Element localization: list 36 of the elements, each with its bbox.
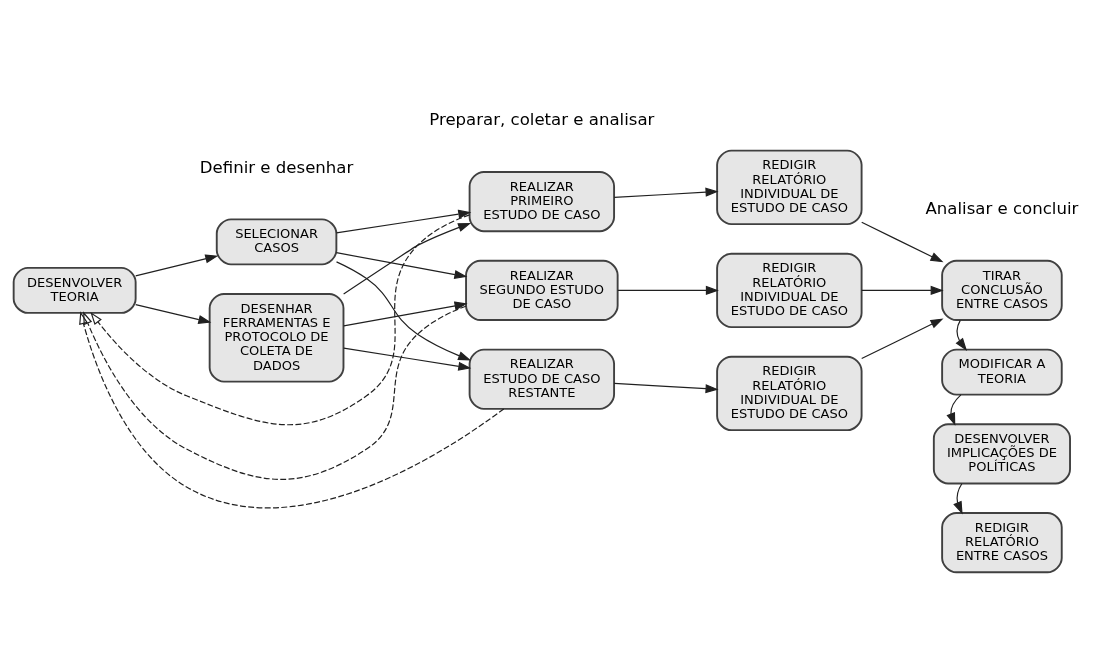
arrow [343, 300, 468, 326]
label: Preparar, coletar e analisar [429, 109, 655, 129]
arrow [946, 393, 962, 426]
arrow [335, 260, 472, 360]
arrow [79, 310, 505, 508]
arrow [335, 251, 468, 279]
arrow [343, 347, 472, 371]
arrow [617, 285, 719, 295]
node-box: TIRAR CONCLUSÃO ENTRE CASOS [941, 259, 1063, 321]
node-box: DESENVOLVER IMPLICAÇÕES DE POLÍTICAS [932, 422, 1071, 484]
arrow [613, 382, 719, 393]
arrow [135, 303, 212, 324]
node-box: REDIGIR RELATÓRIO ENTRE CASOS [941, 511, 1063, 573]
node-box: REALIZAR PRIMEIRO ESTUDO DE CASO [468, 170, 616, 232]
node-box: REALIZAR ESTUDO DE CASO RESTANTE [468, 348, 616, 410]
node-box: SELECIONAR CASOS [215, 217, 338, 265]
node-box: DESENVOLVER TEORIA [12, 266, 137, 314]
arrow [335, 209, 472, 233]
label: Definir e desenhar [199, 157, 354, 177]
arrow [135, 253, 219, 276]
arrow [861, 285, 944, 295]
arrow [83, 305, 467, 480]
node-box: REDIGIR RELATÓRIO INDIVIDUAL DE ESTUDO DE CASO [716, 149, 863, 225]
node-box: DESENHAR FERRAMENTAS E PROTOCOLO DE COLETA DE DADOS [208, 292, 345, 383]
arrow [861, 317, 944, 359]
arrow [955, 319, 968, 351]
arrow [343, 222, 472, 295]
arrow [953, 482, 963, 514]
node-box: REDIGIR RELATÓRIO INDIVIDUAL DE ESTUDO DE CASO [716, 252, 863, 328]
node-box: REALIZAR SEGUNDO ESTUDO DE CASO [465, 259, 619, 321]
arrow [613, 187, 719, 198]
arrow [90, 213, 471, 425]
node-box: MODIFICAR A TEORIA [941, 348, 1063, 396]
label: Analisar e concluir [925, 198, 1079, 218]
node-box: REDIGIR RELATÓRIO INDIVIDUAL DE ESTUDO DE CASO [716, 355, 863, 431]
arrow [861, 221, 944, 262]
